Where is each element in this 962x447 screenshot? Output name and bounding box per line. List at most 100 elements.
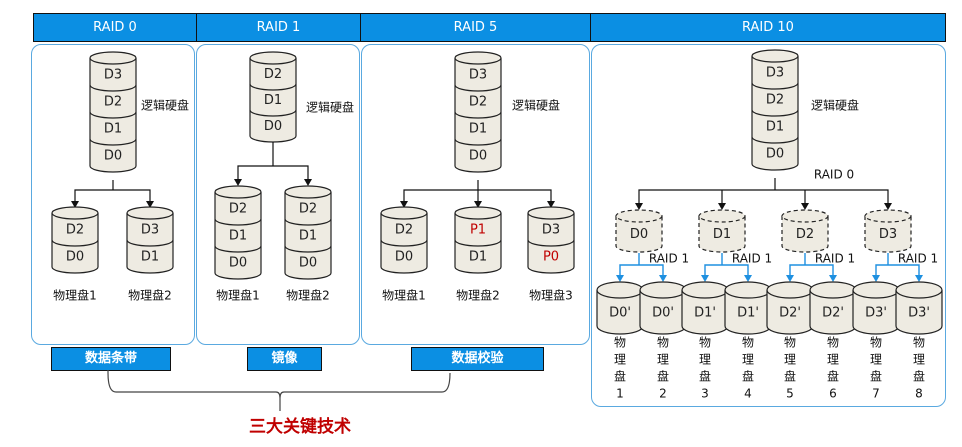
block-label: D1: [141, 250, 159, 265]
block-label: D2: [229, 202, 247, 217]
block-label: D3: [766, 66, 784, 81]
virtual-disk-D0: D0: [615, 209, 663, 253]
segment-divider: [527, 239, 575, 247]
cylinder-top: [864, 209, 912, 223]
block-label: D2: [469, 95, 487, 110]
cylinder-top: [724, 281, 772, 299]
physical-disk-label-char: 物: [913, 336, 925, 350]
raid1-mirror-label: RAID 1: [732, 252, 772, 266]
block-label: D2: [66, 223, 84, 238]
block-label: D3: [469, 68, 487, 83]
block-label: D0: [395, 250, 413, 265]
logical-disk-label: 逻辑硬盘: [811, 98, 859, 113]
block-label: D1': [737, 305, 759, 320]
block-label: D3': [908, 305, 930, 320]
physical-disk-label-char: 4: [744, 387, 752, 401]
arrow-head: [71, 201, 79, 208]
cylinder-top: [596, 281, 644, 299]
segment-divider: [751, 82, 799, 90]
header-raid0: RAID 0: [33, 13, 197, 42]
physical-disk-label: 物理盘2: [286, 288, 330, 303]
block-label: D0: [299, 256, 317, 271]
segment-divider: [214, 218, 262, 226]
cylinder-top: [527, 206, 575, 220]
physical-disk-label-char: 理: [742, 353, 754, 367]
mirror-line: [875, 264, 920, 276]
physical-disk-label-char: 盘: [784, 369, 796, 384]
segment-divider: [89, 111, 137, 119]
mirror-line: [619, 264, 664, 276]
cylinder-top: [615, 209, 663, 223]
mirror-arrow: [616, 275, 624, 282]
connector-line: [74, 189, 151, 201]
cylinder-top: [766, 281, 814, 299]
physical-disk-label: 物理盘1: [53, 288, 97, 303]
block-label: D1: [229, 229, 247, 244]
physical-disk-label-char: 理: [614, 353, 626, 367]
raid0-stripe-label: RAID 0: [814, 168, 854, 182]
block-label: D1: [469, 250, 487, 265]
header-raid10: RAID 10: [590, 13, 946, 42]
block-label: D1: [469, 122, 487, 137]
header-raid1: RAID 1: [196, 13, 361, 42]
segment-divider: [89, 84, 137, 92]
mirror-arrow: [786, 275, 794, 282]
arrow-head: [474, 201, 482, 208]
mirror-line: [789, 264, 834, 276]
physical-disk-label-char: 2: [659, 387, 667, 401]
block-label: D1: [766, 120, 784, 135]
physical-disk-label-char: 盘: [913, 369, 925, 384]
cylinder-top: [126, 206, 174, 220]
physical-disk-label-char: 物: [827, 336, 839, 350]
cylinder-top: [214, 185, 262, 199]
cylinder-body: [126, 213, 174, 274]
block-label: D1: [299, 229, 317, 244]
block-label: D2': [779, 305, 801, 320]
arrow-head: [146, 201, 154, 208]
technique-mirroring: 镜像: [247, 347, 322, 371]
cylinder-top: [639, 281, 687, 299]
arrow-head: [400, 201, 408, 208]
block-label: D0': [652, 305, 674, 320]
physical-disk-label-char: 物: [742, 336, 754, 350]
cylinder-top: [89, 51, 137, 65]
physical-disk-raid10-6: D2': [809, 281, 857, 335]
connector-line: [237, 165, 309, 180]
connector-line: [638, 189, 889, 203]
block-label: D0: [766, 147, 784, 162]
cylinder-body: [527, 213, 575, 274]
virtual-disk-D2: D2: [781, 209, 829, 253]
arrow-head: [304, 179, 312, 186]
physical-disk-label-char: 1: [616, 387, 624, 401]
segment-divider: [751, 136, 799, 144]
physical-disk-label-char: 物: [657, 336, 669, 350]
segment-divider: [51, 239, 99, 247]
block-label: D3: [542, 223, 560, 238]
arrow-head: [718, 203, 726, 210]
block-label: D0': [609, 305, 631, 320]
physical-disk-raid10-8: D3': [895, 281, 943, 335]
block-label: D1: [104, 122, 122, 137]
key-technique-bracket: [107, 372, 451, 399]
mirror-arrow: [701, 275, 709, 282]
block-label: D0: [229, 256, 247, 271]
virtual-disk-D3: D3: [864, 209, 912, 253]
segment-divider: [249, 83, 297, 91]
cylinder-body: [284, 192, 332, 280]
segment-divider: [214, 245, 262, 253]
segment-divider: [454, 239, 502, 247]
block-label: D2': [822, 305, 844, 320]
cylinder-top: [809, 281, 857, 299]
segment-divider: [249, 109, 297, 117]
physical-disk-label: 物理盘2: [128, 288, 172, 303]
physical-disk-label-char: 盘: [870, 369, 882, 384]
